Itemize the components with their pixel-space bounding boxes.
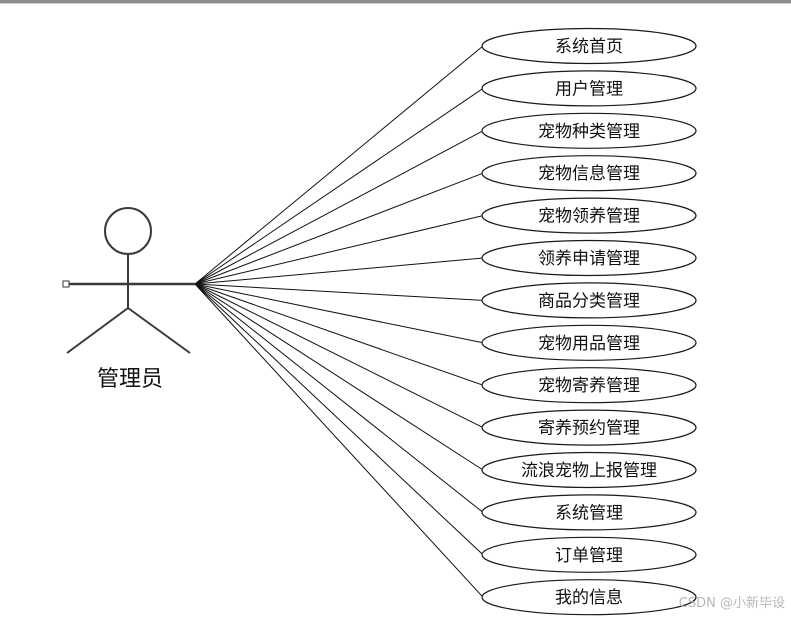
association-line [194, 283, 484, 556]
actor-label: 管理员 [97, 367, 163, 392]
use-case-ellipse [481, 112, 697, 149]
use-case-ellipse [481, 451, 697, 489]
use-case-ellipse [481, 155, 697, 192]
use-case-ellipse [481, 367, 697, 404]
use-case[interactable]: 宠物用品管理 [481, 324, 697, 361]
use-case-ellipse [481, 409, 697, 446]
use-case-label: 系统管理 [555, 503, 623, 523]
use-case[interactable]: 商品分类管理 [481, 282, 697, 319]
use-case[interactable]: 宠物信息管理 [481, 155, 697, 192]
association-line [194, 130, 484, 285]
use-case-label: 流浪宠物上报管理 [521, 461, 657, 481]
use-case-label: 宠物领养管理 [538, 207, 640, 227]
use-case-ellipse [481, 70, 697, 107]
use-case-label: 宠物用品管理 [538, 334, 640, 354]
actor-head [104, 207, 152, 255]
use-case-label: 宠物信息管理 [538, 164, 640, 184]
use-case-list: 系统首页用户管理宠物种类管理宠物信息管理宠物领养管理领养申请管理商品分类管理宠物… [481, 27, 697, 616]
use-case-ellipse [481, 494, 697, 531]
use-case-ellipse [481, 239, 697, 277]
use-case-label: 我的信息 [555, 588, 623, 608]
association-line [194, 283, 484, 429]
use-case[interactable]: 系统首页 [481, 27, 697, 65]
association-line [194, 283, 484, 513]
association-line [194, 257, 484, 285]
use-case-ellipse [481, 282, 697, 319]
window-top-border [0, 0, 791, 4]
use-case-label: 订单管理 [555, 546, 623, 566]
actor-arm-handle [62, 280, 70, 288]
use-case[interactable]: 宠物领养管理 [481, 197, 697, 234]
association-line [194, 283, 484, 301]
use-case-ellipse [481, 324, 697, 361]
actor-administrator[interactable]: 管理员 [62, 207, 195, 392]
actor-left-leg [66, 307, 129, 354]
use-case-label: 领养申请管理 [538, 249, 640, 269]
use-case[interactable]: 用户管理 [481, 70, 697, 107]
use-case-label: 用户管理 [555, 79, 623, 99]
use-case-label: 宠物种类管理 [538, 122, 640, 142]
use-case-ellipse [481, 536, 697, 573]
use-case[interactable]: 系统管理 [481, 494, 697, 531]
association-line [194, 45, 484, 285]
association-line [194, 283, 484, 344]
use-case[interactable]: 我的信息 [481, 579, 697, 616]
csdn-watermark: CSDN @小新毕设 [678, 596, 785, 611]
association-line [194, 87, 484, 285]
use-case-label: 系统首页 [555, 37, 623, 57]
use-case[interactable]: 流浪宠物上报管理 [481, 451, 697, 489]
use-case-ellipse [481, 27, 697, 65]
association-line [194, 283, 484, 598]
actor-right-leg [127, 307, 191, 354]
use-case[interactable]: 寄养预约管理 [481, 409, 697, 446]
use-case-label: 宠物寄养管理 [538, 376, 640, 396]
use-case-ellipse [481, 197, 697, 234]
use-case[interactable]: 领养申请管理 [481, 239, 697, 277]
association-line [194, 172, 484, 285]
use-case[interactable]: 订单管理 [481, 536, 697, 573]
use-case-label: 商品分类管理 [538, 291, 640, 311]
association-line [194, 283, 484, 471]
association-line [194, 215, 484, 285]
use-case[interactable]: 宠物种类管理 [481, 112, 697, 149]
association-lines [194, 45, 484, 598]
use-case[interactable]: 宠物寄养管理 [481, 367, 697, 404]
association-line [194, 283, 484, 386]
use-case-ellipse [481, 579, 697, 616]
use-case-label: 寄养预约管理 [538, 419, 640, 439]
